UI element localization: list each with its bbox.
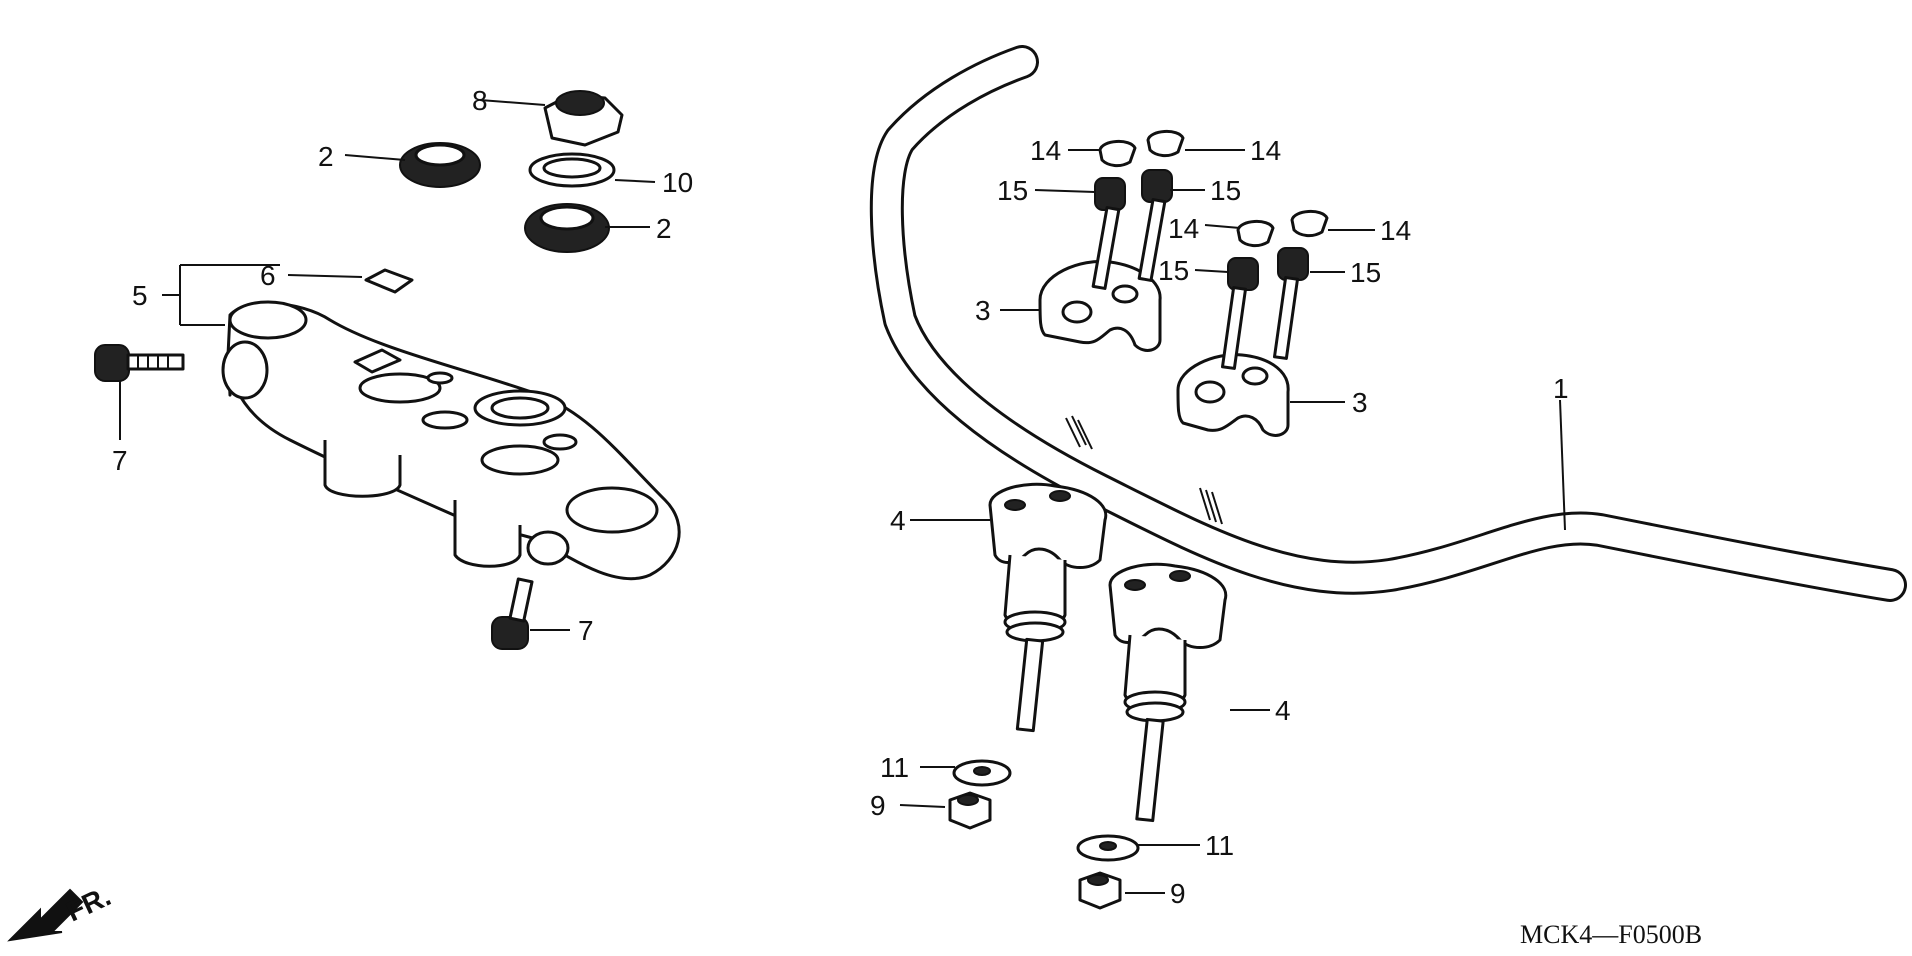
- callout-14-a: 14: [1030, 135, 1061, 166]
- holder-washer-left: [952, 759, 1012, 787]
- handlebar-knurl-right: [1199, 487, 1223, 525]
- handlebar-knurl-left: [1065, 415, 1093, 450]
- callout-9-right: 9: [1170, 878, 1186, 909]
- cap-bolt-2: [1137, 169, 1173, 282]
- bolt-cap-4: [1290, 210, 1329, 238]
- bolt-cap-2: [1146, 130, 1185, 158]
- callout-14-b: 14: [1250, 135, 1281, 166]
- callout-1: 1: [1553, 373, 1569, 404]
- callout-9-left: 9: [870, 790, 886, 821]
- holder-cap-right: [1176, 353, 1290, 437]
- callout-15-c: 15: [1158, 255, 1189, 286]
- callout-6: 6: [260, 260, 276, 291]
- callout-4-left: 4: [890, 505, 906, 536]
- pinch-bolt-lower: [491, 577, 534, 650]
- stem-nut: [543, 90, 624, 147]
- handlebar-holder-left: [988, 482, 1108, 733]
- cap-bolt-1: [1091, 177, 1126, 290]
- leader-lines: [119, 99, 1566, 894]
- top-bridge: [221, 300, 681, 581]
- callout-11-right: 11: [1205, 830, 1234, 861]
- callout-15-b: 15: [1210, 175, 1241, 206]
- holder-nut-left: [948, 791, 992, 830]
- cap-bolt-3: [1220, 257, 1259, 370]
- callout-2-lower: 2: [656, 213, 672, 244]
- bolt-cap-1: [1098, 140, 1137, 168]
- bearing-upper: [399, 142, 481, 188]
- front-direction-label: FR.: [61, 880, 115, 927]
- holder-nut-right: [1078, 871, 1122, 910]
- bridge-fork-boss-left: [323, 440, 402, 498]
- bridge-clamp-hole-left: [228, 300, 308, 340]
- handlebar-holder-right: [1108, 562, 1228, 823]
- cap-bolt-4: [1272, 247, 1309, 360]
- callout-11-left: 11: [880, 752, 909, 783]
- callout-2-upper: 2: [318, 141, 334, 172]
- callout-3-left: 3: [975, 295, 991, 326]
- name-plate: [364, 268, 414, 294]
- callout-7-upper: 7: [112, 445, 128, 476]
- holder-washer-right: [1076, 834, 1140, 862]
- callout-4-right: 4: [1275, 695, 1291, 726]
- callout-7-lower: 7: [578, 615, 594, 646]
- bridge-bolt-hole: [358, 372, 442, 404]
- callout-5: 5: [132, 280, 148, 311]
- bolt-cap-3: [1236, 220, 1275, 248]
- bridge-fork-boss-right: [453, 500, 522, 568]
- callout-15-d: 15: [1350, 257, 1381, 288]
- bridge-plate-recess: [353, 348, 402, 374]
- callout-14-d: 14: [1380, 215, 1411, 246]
- washer: [528, 152, 616, 188]
- handlebar: [869, 45, 1907, 602]
- callout-14-c: 14: [1168, 213, 1199, 244]
- callout-10: 10: [662, 167, 693, 198]
- callout-8: 8: [472, 85, 488, 116]
- bridge-clamp-hole-right: [565, 486, 659, 534]
- callout-3-right: 3: [1352, 387, 1368, 418]
- diagram-code: MCK4—F0500B: [1520, 920, 1702, 949]
- pinch-bolt-upper: [94, 344, 185, 382]
- callout-15-a: 15: [997, 175, 1028, 206]
- bearing-lower: [524, 203, 610, 253]
- front-direction-arrow-icon: [7, 888, 84, 942]
